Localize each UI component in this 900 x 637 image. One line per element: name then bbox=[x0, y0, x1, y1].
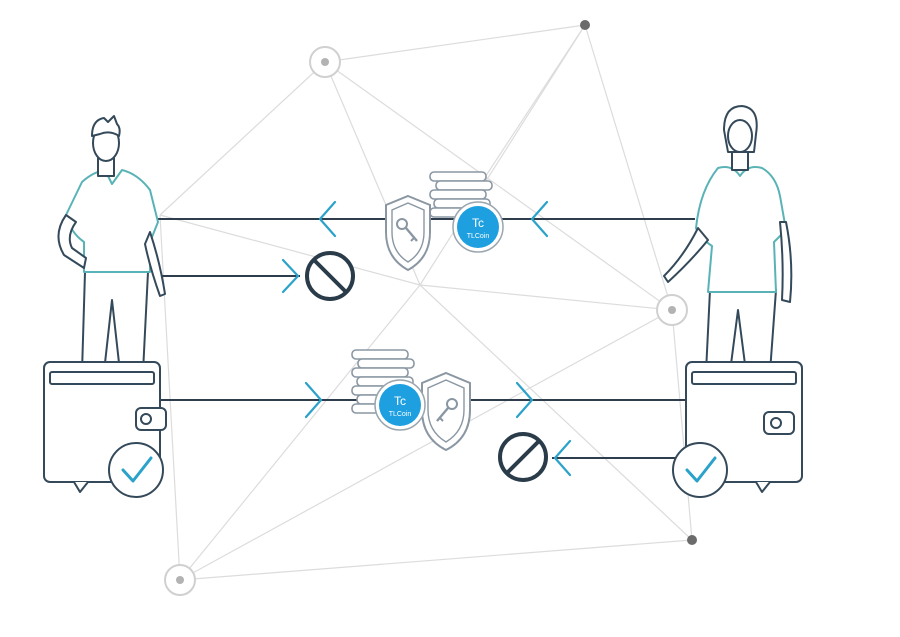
coin-badge: Tc TLCoin bbox=[453, 202, 503, 252]
sender-person-icon bbox=[58, 116, 165, 372]
prohibited-icon bbox=[307, 253, 353, 299]
network-node-dot bbox=[580, 20, 590, 30]
coin-name: TLCoin bbox=[467, 233, 490, 240]
prohibited-icon bbox=[500, 434, 546, 480]
shield-key-icon bbox=[422, 373, 470, 450]
network-node-dot bbox=[687, 535, 697, 545]
verified-check-icon bbox=[673, 443, 727, 497]
coin-badge: Tc TLCoin bbox=[375, 380, 425, 430]
coin-name: TLCoin bbox=[389, 411, 412, 418]
coin-symbol: Tc bbox=[472, 216, 484, 230]
shield-key-icon bbox=[386, 196, 430, 270]
network-node-ring bbox=[165, 565, 195, 595]
network-node-ring bbox=[310, 47, 340, 77]
receiver-person-icon bbox=[664, 106, 791, 372]
verified-check-icon bbox=[109, 443, 163, 497]
network-node-ring bbox=[657, 295, 687, 325]
coin-symbol: Tc bbox=[394, 394, 406, 408]
network-graph bbox=[160, 25, 692, 580]
